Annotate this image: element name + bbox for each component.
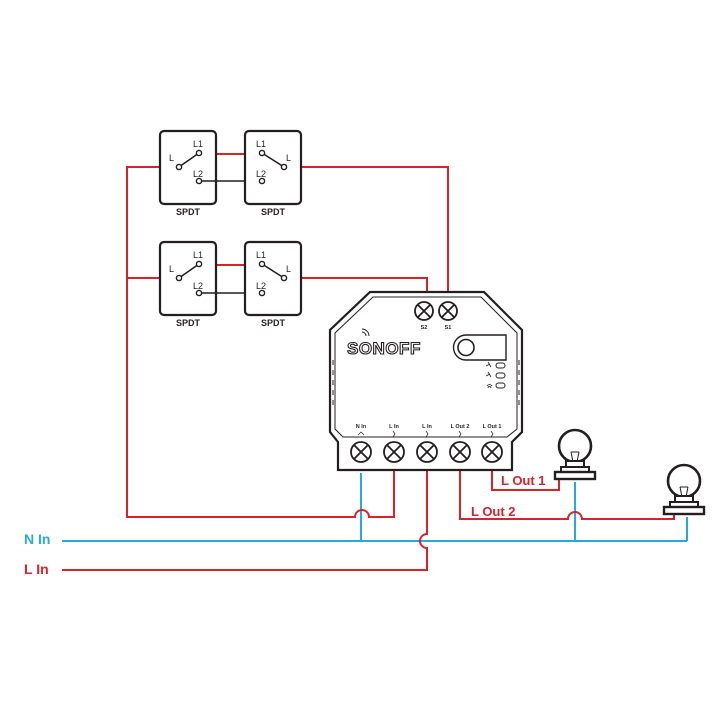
- wifi-status-icon: [486, 384, 493, 389]
- terminal-l1-label: L1: [256, 250, 266, 260]
- terminal-s1-label: S1: [445, 325, 452, 331]
- switch-caption: SPDT: [261, 207, 286, 217]
- terminal-l-out-2-label: L Out 2: [451, 424, 470, 430]
- terminal-l1-label: L1: [193, 139, 203, 149]
- brand-logo: SONOFF: [347, 339, 421, 358]
- terminal-l-in-label: L In: [422, 424, 432, 430]
- terminal-l-out-1: L Out 1: [481, 424, 503, 463]
- terminal-l-in-label: L In: [389, 424, 399, 430]
- top-terminal-s2: S2: [414, 301, 434, 331]
- l-out-1-label: L Out 1: [501, 473, 546, 488]
- terminal-l1-label: L1: [256, 139, 266, 149]
- terminal-l-label: L: [286, 153, 291, 163]
- top-terminal-s1: S1: [438, 301, 458, 331]
- terminal-n-in-label: N In: [356, 424, 367, 430]
- terminal-l2-label: L2: [193, 169, 203, 179]
- spdt-switch-1: L1 L2 L SPDT: [158, 129, 266, 217]
- status-leds: [485, 361, 506, 389]
- n-in-label: N In: [24, 531, 50, 547]
- light-bulb-2-icon: [662, 463, 706, 516]
- terminal-n-in: N In: [350, 424, 372, 463]
- channel-2-icon: [485, 371, 492, 378]
- terminal-l-in-1: L In: [383, 424, 405, 463]
- side-vents: [332, 360, 520, 405]
- channel-1-icon: [485, 361, 492, 368]
- terminal-l-out-1-label: L Out 1: [483, 424, 502, 430]
- pairing-button: [452, 334, 507, 361]
- spdt-switch-4: L1 L2 L SPDT: [243, 240, 303, 328]
- terminal-l-label: L: [169, 153, 174, 163]
- terminal-s2-label: S2: [421, 325, 428, 331]
- terminal-l2-label: L2: [256, 281, 266, 291]
- l-out-2-label: L Out 2: [471, 504, 516, 519]
- terminal-l-label: L: [286, 264, 291, 274]
- terminal-l-in-2: L In: [416, 424, 438, 463]
- terminal-l1-label: L1: [193, 250, 203, 260]
- l-in-label: L In: [24, 561, 49, 577]
- bottom-terminals: N In L In L In L Out 2 L Out 1: [350, 424, 503, 463]
- neutral-wires: [62, 473, 688, 542]
- switch-caption: SPDT: [261, 318, 286, 328]
- terminal-l-out-2: L Out 2: [449, 424, 471, 463]
- terminal-l2-label: L2: [193, 281, 203, 291]
- terminal-l-label: L: [169, 264, 174, 274]
- spdt-switch-3: L1 L2 L SPDT: [158, 240, 266, 328]
- spdt-switch-2: L1 L2 L SPDT: [243, 129, 303, 217]
- switch-caption: SPDT: [176, 318, 201, 328]
- sonoff-device: S2 S1 SONOFF N In: [328, 290, 524, 472]
- light-bulb-1-icon: [553, 428, 597, 481]
- switch-caption: SPDT: [176, 207, 201, 217]
- terminal-l2-label: L2: [256, 169, 266, 179]
- wifi-signal-icon: [361, 328, 370, 337]
